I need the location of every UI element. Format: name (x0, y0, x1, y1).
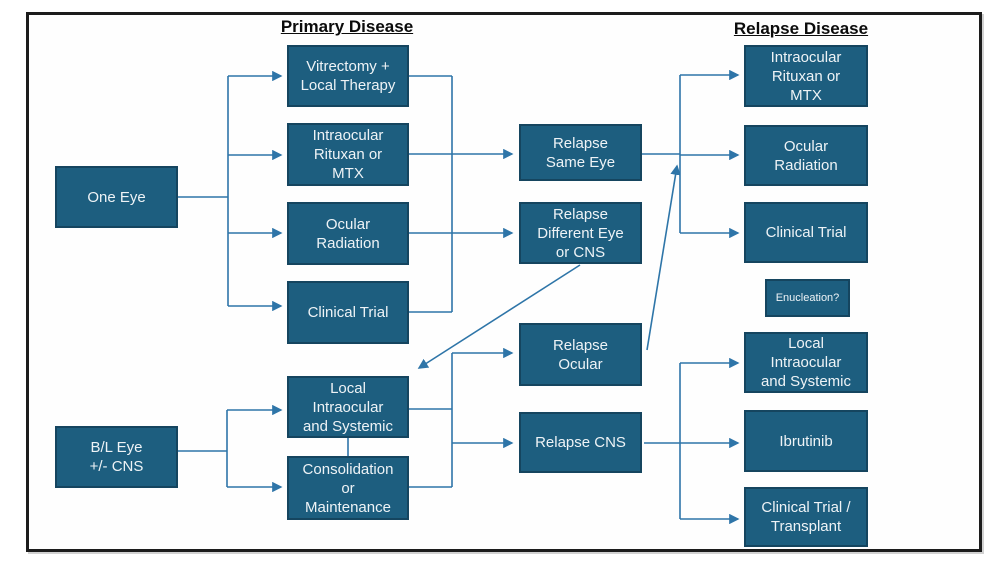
node-relapse-ocular: Relapse Ocular (519, 323, 642, 386)
node-ocular-radiation-primary: Ocular Radiation (287, 202, 409, 265)
node-relapse-cns: Relapse CNS (519, 412, 642, 473)
node-clinical-trial-transplant: Clinical Trial / Transplant (744, 487, 868, 547)
node-ocular-radiation-relapse: Ocular Radiation (744, 125, 868, 186)
node-consolidation-maintenance: Consolidation or Maintenance (287, 456, 409, 520)
node-local-intraocular-systemic-primary: Local Intraocular and Systemic (287, 376, 409, 438)
node-bl-eye-cns: B/L Eye +/- CNS (55, 426, 178, 488)
node-intraocular-rituxan-mtx-relapse: Intraocular Rituxan or MTX (744, 45, 868, 107)
node-intraocular-rituxan-mtx-primary: Intraocular Rituxan or MTX (287, 123, 409, 186)
relapse-disease-title: Relapse Disease (733, 19, 869, 38)
node-clinical-trial-primary: Clinical Trial (287, 281, 409, 344)
node-relapse-different-eye-cns: Relapse Different Eye or CNS (519, 202, 642, 264)
node-enucleation: Enucleation? (765, 279, 850, 317)
node-clinical-trial-relapse: Clinical Trial (744, 202, 868, 263)
node-one-eye: One Eye (55, 166, 178, 228)
node-ibrutinib: Ibrutinib (744, 410, 868, 472)
node-vitrectomy-local-therapy: Vitrectomy + Local Therapy (287, 45, 409, 107)
node-relapse-same-eye: Relapse Same Eye (519, 124, 642, 181)
primary-disease-title: Primary Disease (280, 17, 414, 36)
node-local-intraocular-systemic-relapse: Local Intraocular and Systemic (744, 332, 868, 393)
